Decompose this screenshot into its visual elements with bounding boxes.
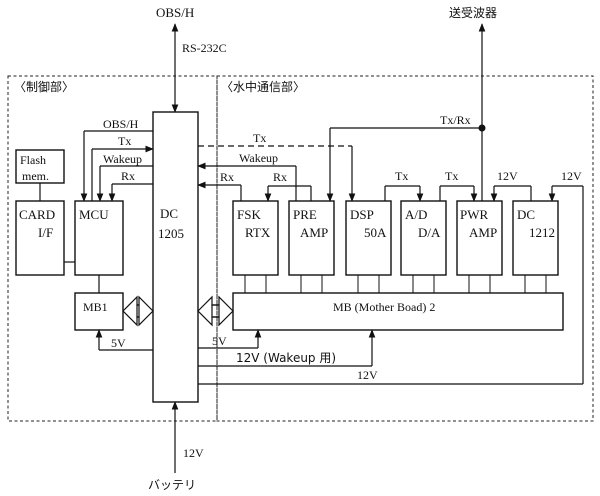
mb2-bus-arrow	[197, 295, 234, 327]
signal-5v-mb2: 5V	[212, 334, 227, 348]
dc1212-label-2: 1212	[529, 225, 555, 240]
control-region-label: 〈制御部〉	[14, 79, 74, 94]
mb2-label: MB (Mother Boad) 2	[333, 300, 435, 314]
mb1-bus-arrow	[122, 295, 154, 327]
ad-da-block	[400, 200, 447, 276]
board-pins	[244, 275, 547, 293]
comm-region-border	[216, 75, 594, 422]
comm-region-label: 〈水中通信部〉	[221, 79, 305, 94]
battery-12v-label: 12V	[183, 446, 204, 460]
dsp-label-1: DSP	[350, 207, 374, 222]
pre-label-2: AMP	[300, 225, 328, 240]
signal-obs-h: OBS/H	[103, 117, 139, 131]
fsk-rtx-block	[232, 200, 279, 276]
signal-12v-rail: 12V	[357, 368, 378, 382]
dc1205-block	[152, 111, 199, 403]
signal-wakeup-comm: Wakeup	[239, 151, 278, 165]
card-label-1: CARD	[19, 207, 55, 222]
rs232c-label: RS-232C	[182, 41, 227, 55]
dsp-label-2: 50A	[364, 225, 387, 240]
mb1-label: MB1	[83, 300, 108, 314]
pre-label-1: PRE	[293, 207, 317, 222]
ad-label-2: D/A	[418, 225, 441, 240]
obs-h-external-label: OBS/H	[156, 5, 194, 20]
control-region-border	[7, 75, 218, 422]
signal-12v-dc1212: 12V	[561, 169, 582, 183]
dc1212-block	[512, 200, 559, 276]
signal-tx-mcu: Tx	[118, 134, 131, 148]
signal-txrx: Tx/Rx	[440, 113, 471, 127]
dc1205-label-2: 1205	[158, 226, 184, 241]
dc1205-label-1: DC	[160, 206, 178, 221]
pre-amp-block	[288, 200, 335, 276]
signal-5v-mb1: 5V	[111, 336, 126, 350]
battery-label: バッテリ	[148, 478, 196, 492]
transducer-label: 送受波器	[449, 5, 497, 20]
fsk-label-1: FSK	[237, 207, 261, 222]
fsk-label-2: RTX	[245, 225, 271, 240]
pwr-label-1: PWR	[460, 207, 489, 222]
dsp-block	[345, 200, 392, 276]
flash-mem-block	[15, 149, 65, 184]
pwr-amp-block	[456, 200, 503, 276]
dc1212-label-1: DC	[517, 207, 535, 222]
signal-wakeup-mcu: Wakeup	[103, 152, 142, 166]
signal-12v-wakeup: 12V (Wakeup 用)	[236, 351, 336, 365]
mb2-block	[232, 292, 564, 331]
signal-tx-ad: Tx	[445, 169, 458, 183]
signal-rx-fsk: Rx	[220, 170, 234, 184]
ad-label-1: A/D	[405, 207, 427, 222]
txrx-junction	[478, 124, 486, 132]
signal-tx-dc: Tx	[253, 131, 266, 145]
signal-rx-mcu: Rx	[121, 169, 135, 183]
signal-12v-pwr: 12V	[497, 169, 518, 183]
card-label-2: I/F	[38, 225, 53, 240]
flash-label-1: Flash	[20, 153, 46, 167]
signal-tx-dsp: Tx	[395, 169, 408, 183]
signal-rx-pre: Rx	[273, 170, 287, 184]
flash-label-2: mem.	[22, 169, 49, 183]
mcu-label: MCU	[79, 207, 109, 222]
pwr-label-2: AMP	[469, 225, 497, 240]
